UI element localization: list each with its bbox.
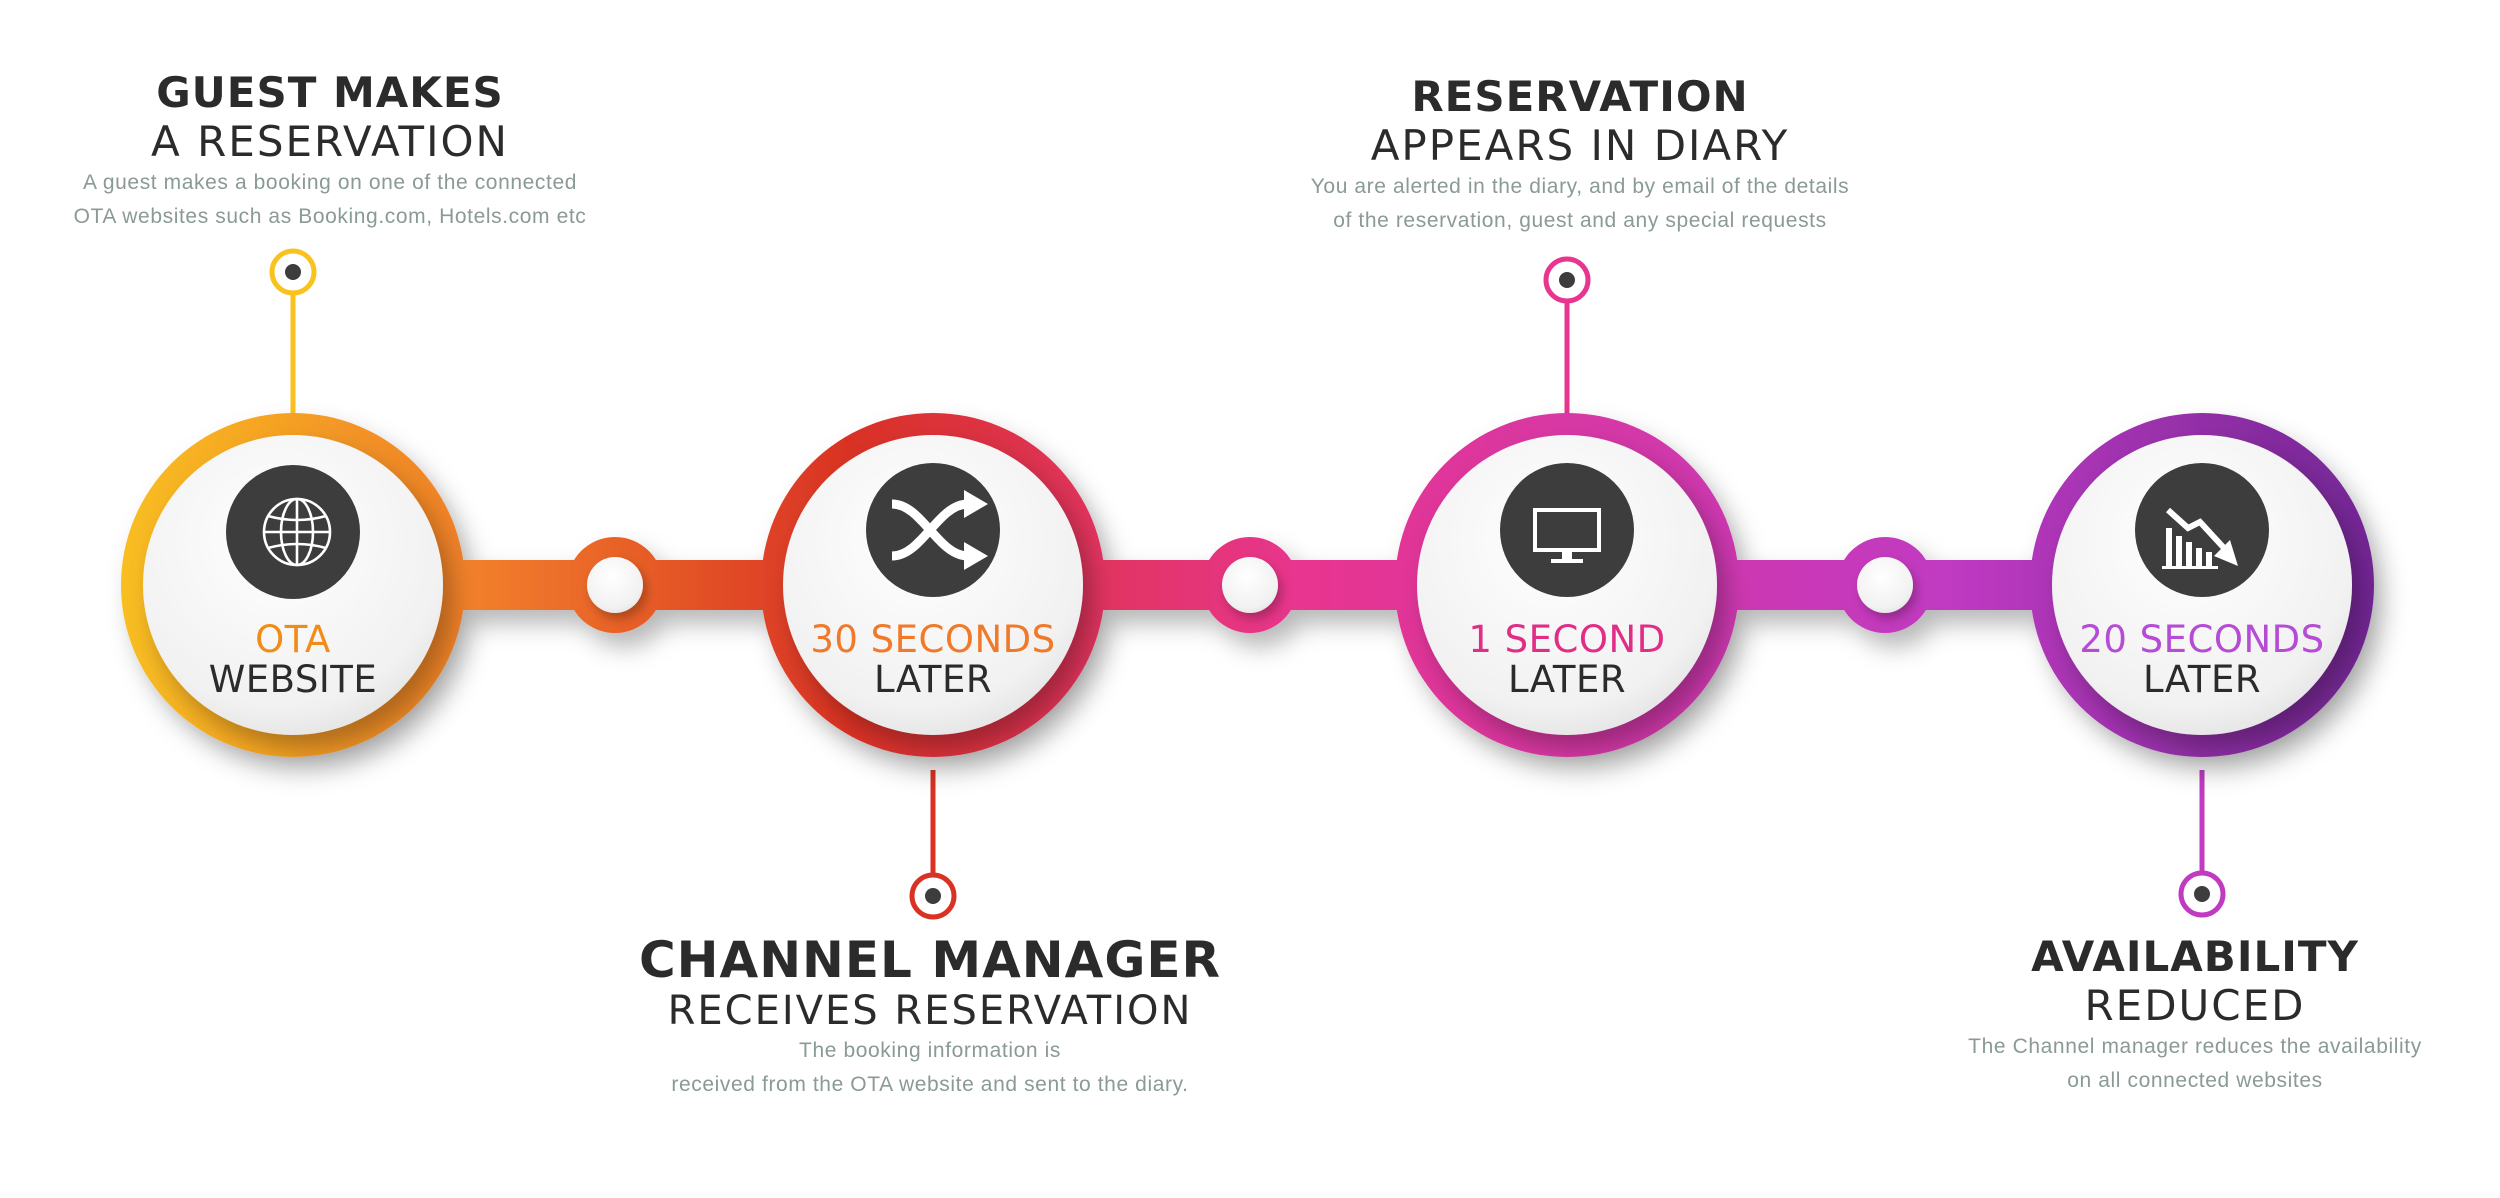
step-4-title-bold: AVAILABILITY — [2031, 932, 2359, 981]
joint-dot-2 — [1222, 557, 1278, 613]
step-4-label-top: 20 SECONDS — [2079, 618, 2325, 661]
step-2-title-bold: CHANNEL MANAGER — [638, 931, 1222, 989]
step-4-desc-line-1: The Channel manager reduces the availabi… — [1968, 1035, 2422, 1058]
step-2-desc-line-1: The booking information is — [799, 1039, 1061, 1062]
step-1-title-light: A RESERVATION — [151, 117, 509, 166]
step-1-desc-line-1: A guest makes a booking on one of the co… — [82, 171, 578, 194]
pin-dot-step-4 — [2178, 870, 2226, 918]
step-2-desc-line-2: received from the OTA website and sent t… — [671, 1073, 1189, 1096]
step-1-title-block: GUEST MAKES A RESERVATION A guest makes … — [30, 68, 630, 234]
step-1-desc-line-2: OTA websites such as Booking.com, Hotels… — [73, 205, 587, 228]
step-3-label-top: 1 SECOND — [1468, 618, 1666, 661]
step-1-label: OTA WEBSITE — [143, 620, 443, 700]
shuffle-icon — [866, 463, 1000, 597]
step-3-desc-line-1: You are alerted in the diary, and by ema… — [1310, 175, 1850, 198]
pin-dot-step-3 — [1543, 256, 1591, 304]
globe-icon — [226, 465, 360, 599]
pin-dot-step-1 — [269, 248, 317, 296]
step-2-label-top: 30 SECONDS — [810, 618, 1056, 661]
step-4-label-bottom: LATER — [2142, 658, 2262, 701]
step-4-desc-line-2: on all connected websites — [2067, 1069, 2323, 1092]
step-1-label-top: OTA — [255, 618, 331, 661]
step-3-label-bottom: LATER — [1507, 658, 1627, 701]
step-2-label: 30 SECONDS LATER — [783, 620, 1083, 700]
step-3-title-bold: RESERVATION — [1411, 72, 1749, 121]
step-3-title-light: APPEARS IN DIARY — [1370, 121, 1790, 170]
step-2-title-block: CHANNEL MANAGER RECEIVES RESERVATION The… — [580, 932, 1280, 1102]
step-3-desc-line-2: of the reservation, guest and any specia… — [1333, 209, 1827, 232]
step-4-label: 20 SECONDS LATER — [2052, 620, 2352, 700]
step-3-label: 1 SECOND LATER — [1417, 620, 1717, 700]
pin-dot-step-2 — [909, 872, 957, 920]
step-1-label-bottom: WEBSITE — [208, 658, 378, 701]
step-3-title-block: RESERVATION APPEARS IN DIARY You are ale… — [1230, 72, 1930, 238]
step-1-title-bold: GUEST MAKES — [156, 68, 504, 117]
joint-dot-3 — [1857, 557, 1913, 613]
step-2-title-light: RECEIVES RESERVATION — [667, 988, 1193, 1034]
step-2-label-bottom: LATER — [873, 658, 993, 701]
joint-dot-1 — [587, 557, 643, 613]
step-4-title-light: REDUCED — [2084, 981, 2306, 1030]
monitor-icon — [1500, 463, 1634, 597]
step-4-title-block: AVAILABILITY REDUCED The Channel manager… — [1900, 932, 2490, 1098]
decline-chart-icon — [2135, 463, 2269, 597]
